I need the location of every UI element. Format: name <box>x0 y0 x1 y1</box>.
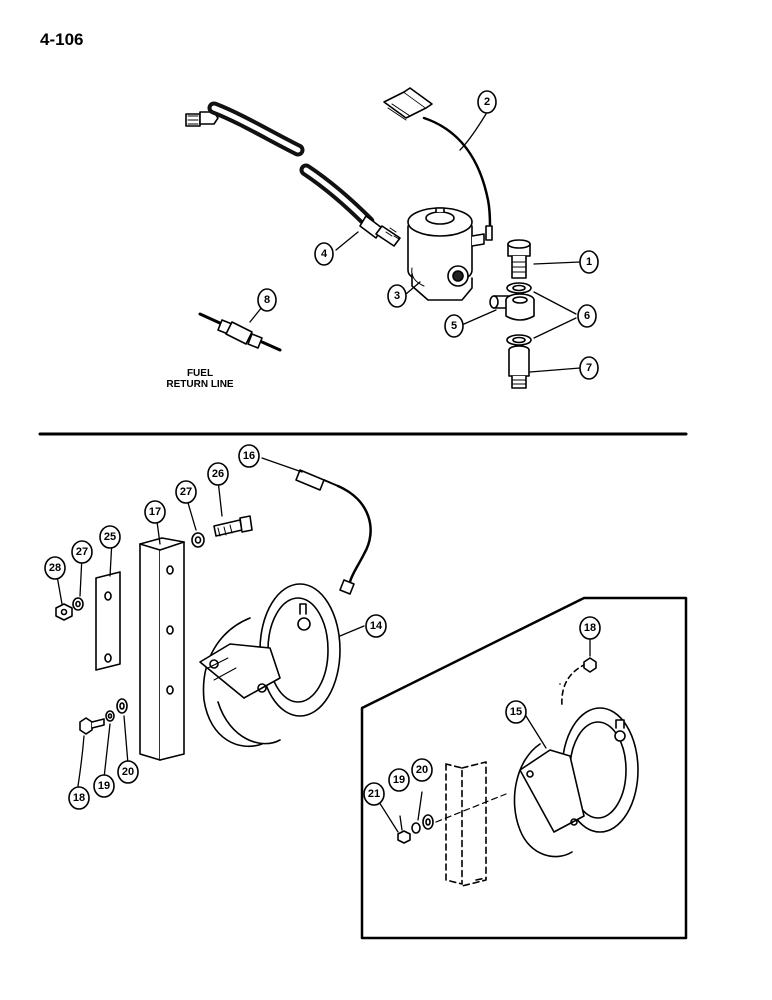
callout-5-banjo-fitting: 5 <box>444 314 464 338</box>
svg-text:18: 18 <box>584 622 596 634</box>
bolt-18-part <box>79 717 105 735</box>
wire-harness-part <box>383 87 493 241</box>
banjo-fitting-part <box>489 293 535 321</box>
sealing-washer-part <box>506 282 532 346</box>
callout-4-fuel-hose: 4 <box>314 242 334 266</box>
nut-28-part <box>55 603 73 621</box>
svg-text:4: 4 <box>321 248 328 260</box>
svg-text:3: 3 <box>394 290 400 302</box>
svg-text:15: 15 <box>510 706 522 718</box>
svg-text:20: 20 <box>122 766 134 778</box>
svg-text:6: 6 <box>584 310 590 322</box>
callout-27-washer: 27 <box>175 480 197 504</box>
washer-27-part <box>72 532 205 611</box>
callout-20-washer: 20 <box>117 760 139 784</box>
svg-text:16: 16 <box>243 450 255 462</box>
svg-text:26: 26 <box>212 468 224 480</box>
inset-frame <box>360 596 688 940</box>
callout-18-bolt: 18 <box>68 786 90 810</box>
spacer-plate-part <box>95 571 121 671</box>
svg-text:28: 28 <box>49 562 61 574</box>
callout-15-pump-alternate: 15 <box>505 700 527 724</box>
svg-text:25: 25 <box>104 531 116 543</box>
lockwasher-19-part <box>105 710 115 722</box>
svg-text:21: 21 <box>368 788 380 800</box>
fuel-label-line2: RETURN LINE <box>166 379 234 390</box>
callout-6-sealing-washers: 6 <box>577 304 597 328</box>
callout-25-spacer-plate: 25 <box>99 525 121 549</box>
leader-lines <box>55 113 591 833</box>
svg-text:19: 19 <box>98 780 110 792</box>
inset-fasteners-part <box>397 793 507 844</box>
callout-1-banjo-bolt: 1 <box>579 250 599 274</box>
svg-text:17: 17 <box>149 506 161 518</box>
svg-text:7: 7 <box>586 362 592 374</box>
fuel-return-line-label: FUEL RETURN LINE <box>150 368 250 390</box>
callout-8-check-valve: 8 <box>257 288 277 312</box>
callout-16-lead-wire: 16 <box>238 444 260 468</box>
callout-bubbles: 1 2 3 4 5 6 7 <box>44 90 601 810</box>
fuel-label-line1: FUEL <box>186 368 214 379</box>
callout-21-nut-inset: 21 <box>363 782 385 806</box>
svg-text:18: 18 <box>73 792 85 804</box>
fuel-hose-part <box>185 101 401 247</box>
bolt-26-part <box>213 515 253 537</box>
callout-20-washer-inset: 20 <box>411 758 433 782</box>
inset-bracket-part <box>445 761 487 887</box>
callout-3-solenoid-valve: 3 <box>387 284 407 308</box>
callout-18-bolt-inset: 18 <box>579 616 601 640</box>
pump-assembly-part <box>199 583 341 748</box>
svg-text:14: 14 <box>370 620 383 632</box>
callout-2-wire-harness: 2 <box>477 90 497 114</box>
callout-27-washer-left: 27 <box>71 540 93 564</box>
washer-20-part <box>116 698 128 714</box>
inset-pump-part <box>513 663 639 858</box>
callout-19-lockwasher-inset: 19 <box>388 768 410 792</box>
callout-19-lockwasher: 19 <box>93 774 115 798</box>
svg-text:2: 2 <box>484 96 490 108</box>
callout-14-pump-assembly: 14 <box>365 614 387 638</box>
adapter-part <box>508 345 530 389</box>
svg-text:8: 8 <box>264 294 270 306</box>
svg-text:1: 1 <box>586 256 592 268</box>
callout-7-adapter: 7 <box>579 356 599 380</box>
banjo-bolt-part <box>507 239 531 279</box>
inset-bolt-18-part <box>583 657 597 673</box>
callout-28-nut: 28 <box>44 556 66 580</box>
svg-text:19: 19 <box>393 774 405 786</box>
bracket-part <box>139 537 185 761</box>
svg-text:27: 27 <box>76 546 88 558</box>
callout-17-bracket: 17 <box>144 500 166 524</box>
svg-text:5: 5 <box>451 320 457 332</box>
callout-26-bolt: 26 <box>207 462 229 486</box>
svg-text:20: 20 <box>416 764 428 776</box>
svg-text:27: 27 <box>180 486 192 498</box>
check-valve-part <box>198 312 282 352</box>
solenoid-valve-part <box>407 207 485 301</box>
lead-wire-part <box>295 469 372 595</box>
page-number: 4-106 <box>40 30 84 49</box>
